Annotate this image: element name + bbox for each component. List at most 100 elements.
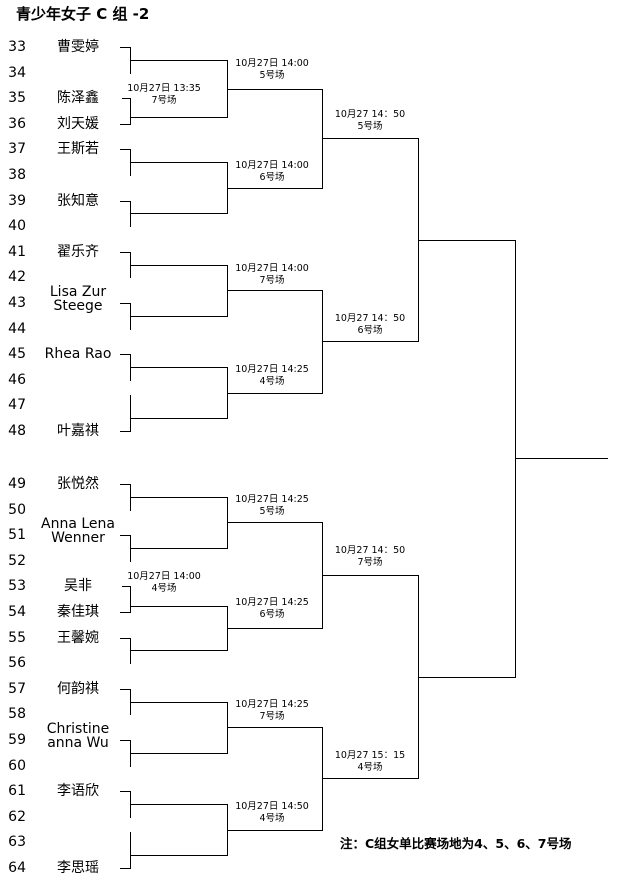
bracket-line <box>227 628 322 629</box>
bracket-line <box>130 59 227 61</box>
draw-number: 39 <box>8 192 26 209</box>
match-time: 10月27日 14:25 <box>235 597 309 608</box>
bracket-line <box>130 162 227 164</box>
match-time: 10月27日 14:25 <box>235 699 309 710</box>
bracket-line <box>120 431 130 432</box>
bracket-line <box>227 829 322 831</box>
bracket-line <box>120 354 130 356</box>
bracket-line <box>130 315 227 317</box>
bracket-line <box>418 239 515 241</box>
match-time: 10月27日 13:35 <box>127 83 201 94</box>
bracket-line <box>130 395 131 407</box>
bracket-line <box>120 637 130 639</box>
match-court: 7号场 <box>259 275 285 286</box>
bracket-line <box>130 804 227 805</box>
player-name: Lisa Zur Steege <box>49 284 107 314</box>
bracket-line <box>322 341 418 343</box>
player-name: 曹雯婷 <box>57 39 99 55</box>
bracket-line <box>130 117 227 119</box>
bracket-line <box>122 98 130 100</box>
player-name: 王馨婉 <box>57 629 99 646</box>
bracket-line <box>130 701 227 703</box>
bracket-line <box>120 612 130 613</box>
player-name: 秦佳琪 <box>57 604 99 620</box>
player-name: 王斯若 <box>57 141 99 158</box>
bracket-line <box>120 535 130 537</box>
bracket-line <box>120 149 130 151</box>
match-court: 7号场 <box>357 557 383 568</box>
match-label-r2-1: 10月27 14：50 5号场 <box>320 109 420 133</box>
match-label-r1-5: 10月27日 14:25 5号场 <box>222 494 322 518</box>
bracket-line <box>130 548 227 549</box>
match-label-r1-2: 10月27日 14:00 6号场 <box>222 160 322 184</box>
draw-number: 63 <box>8 834 26 851</box>
player-name: 叶嘉祺 <box>57 423 99 439</box>
draw-number: 55 <box>8 629 26 646</box>
draw-number: 56 <box>8 655 26 672</box>
venue-note: 注：C组女单比赛场地为4、5、6、7号场 <box>340 836 572 851</box>
match-time: 10月27日 14:25 <box>235 494 309 505</box>
draw-number: 60 <box>8 757 26 774</box>
match-time: 10月27 14：50 <box>334 109 406 120</box>
draw-number: 54 <box>8 604 26 620</box>
bracket-line <box>227 187 322 189</box>
bracket-line <box>120 740 130 741</box>
bracket-line <box>120 688 130 690</box>
draw-number: 34 <box>8 64 26 81</box>
draw-number: 41 <box>8 243 26 260</box>
match-time: 10月27 15：15 <box>334 750 406 761</box>
draw-number: 40 <box>8 218 26 235</box>
player-name: 李语欣 <box>57 783 99 800</box>
match-label-r1-6: 10月27日 14:25 6号场 <box>222 597 322 621</box>
bracket-line <box>130 605 227 607</box>
match-label-r2-4: 10月27 15：15 4号场 <box>320 750 420 774</box>
bracket-line <box>322 778 418 780</box>
match-court: 4号场 <box>357 762 383 773</box>
match-court: 6号场 <box>357 325 383 336</box>
draw-number: 58 <box>8 706 26 723</box>
match-label-r1-1: 10月27日 14:00 5号场 <box>222 58 322 82</box>
draw-number: 44 <box>8 320 26 337</box>
draw-number: 33 <box>8 39 26 55</box>
draw-number: 52 <box>8 552 26 569</box>
match-label-pre-2: 10月27日 14:00 4号场 <box>114 571 214 595</box>
match-court: 7号场 <box>151 95 177 106</box>
draw-number: 38 <box>8 167 26 183</box>
bracket-line <box>120 123 130 125</box>
draw-number: 59 <box>8 732 26 748</box>
match-court: 5号场 <box>259 506 285 517</box>
match-time: 10月27 14：50 <box>334 313 406 324</box>
match-time: 10月27 14：50 <box>334 545 406 556</box>
bracket-line <box>227 727 322 729</box>
player-name: Anna Lena Wenner <box>41 516 115 546</box>
bracket-line <box>122 586 130 588</box>
match-court: 4号场 <box>259 813 285 824</box>
match-time: 10月27日 14:50 <box>235 801 309 812</box>
match-court: 4号场 <box>259 376 285 387</box>
match-label-r1-3: 10月27日 14:00 7号场 <box>222 263 322 287</box>
draw-number: 48 <box>8 423 26 439</box>
player-name: 张悦然 <box>57 476 99 492</box>
draw-number: 61 <box>8 783 26 800</box>
match-time: 10月27日 14:25 <box>235 364 309 375</box>
match-court: 5号场 <box>259 70 285 81</box>
draw-number: 36 <box>8 115 26 132</box>
bracket-line <box>418 676 515 678</box>
bracket-line <box>120 251 130 253</box>
draw-number: 64 <box>8 860 26 876</box>
match-label-r2-3: 10月27 14：50 7号场 <box>320 545 420 569</box>
match-court: 6号场 <box>259 609 285 620</box>
bracket-line <box>227 392 322 394</box>
player-name: 何韵祺 <box>57 680 99 697</box>
match-label-r1-8: 10月27日 14:50 4号场 <box>222 801 322 825</box>
bracket-line <box>120 200 130 202</box>
player-name: Christine anna Wu <box>46 721 110 751</box>
bracket-line <box>322 138 418 140</box>
draw-number: 42 <box>8 269 26 286</box>
match-court: 5号场 <box>357 121 383 132</box>
match-time: 10月27日 14:00 <box>127 571 201 582</box>
draw-number: 37 <box>8 141 26 158</box>
page-title: 青少年女子 C 组 -2 <box>16 5 150 23</box>
bracket-line <box>130 650 227 652</box>
